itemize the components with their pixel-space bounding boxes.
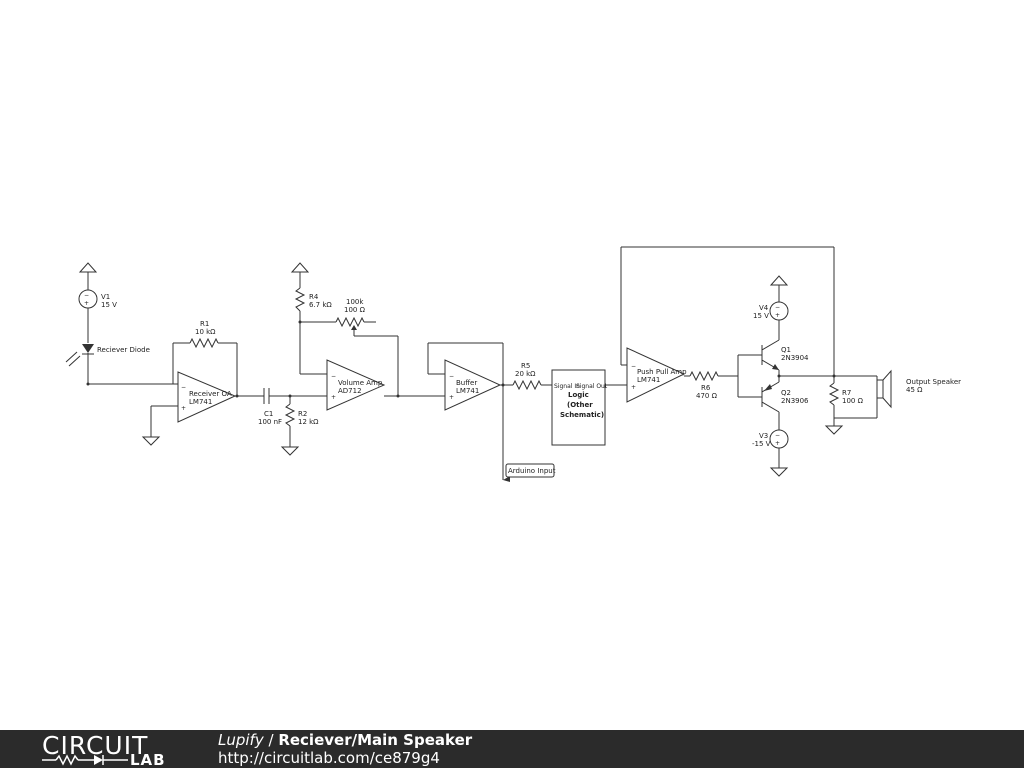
- svg-text:(Other: (Other: [567, 401, 593, 409]
- svg-text:-15 V: -15 V: [752, 440, 771, 448]
- svg-text:LM741: LM741: [456, 387, 479, 395]
- svg-text:−: −: [449, 373, 454, 380]
- svg-text:V3: V3: [759, 432, 768, 440]
- svg-text:R5: R5: [521, 362, 530, 370]
- svg-text:R6: R6: [701, 384, 711, 392]
- svg-text:+: +: [775, 312, 780, 319]
- receiver-opamp[interactable]: − + Receiver OA LM741: [177, 371, 237, 423]
- svg-text:+: +: [181, 405, 186, 412]
- svg-text:AD712: AD712: [338, 387, 362, 395]
- svg-text:−: −: [181, 384, 186, 391]
- resistor-r5[interactable]: R5 20 kΩ: [500, 362, 552, 391]
- svg-text:V4: V4: [759, 304, 769, 312]
- svg-text:6.7 kΩ: 6.7 kΩ: [309, 301, 332, 309]
- svg-text:Volume Amp: Volume Amp: [338, 379, 383, 387]
- svg-text:Logic: Logic: [568, 391, 589, 399]
- v3-source[interactable]: − + V3 -15 V: [752, 412, 789, 477]
- svg-text:+: +: [84, 300, 89, 307]
- svg-text:Q1: Q1: [781, 346, 791, 354]
- svg-text:Reciever Diode: Reciever Diode: [97, 346, 150, 354]
- arduino-input-label[interactable]: Arduino Input: [503, 463, 556, 482]
- svg-text:−: −: [84, 292, 89, 299]
- resistor-r7[interactable]: R7 100 Ω: [824, 376, 864, 435]
- svg-text:LM741: LM741: [637, 376, 660, 384]
- schematic-title: Lupify / Reciever/Main Speaker: [218, 731, 472, 749]
- svg-text:R2: R2: [298, 410, 307, 418]
- capacitor-c1[interactable]: C1 100 nF: [258, 388, 282, 426]
- svg-text:2N3904: 2N3904: [781, 354, 809, 362]
- logo-resistor-diode-icon: [42, 754, 128, 766]
- volume-amp-opamp[interactable]: − + Volume Amp AD712: [326, 359, 386, 411]
- resistor-r4[interactable]: R4 6.7 kΩ: [290, 262, 332, 374]
- svg-text:−: −: [331, 373, 336, 380]
- svg-text:Output Speaker: Output Speaker: [906, 378, 961, 386]
- svg-text:+: +: [331, 394, 336, 401]
- reciever-diode[interactable]: Reciever Diode: [65, 344, 150, 384]
- svg-text:Arduino Input: Arduino Input: [508, 467, 556, 475]
- circuitlab-logo[interactable]: CIRCUIT LAB: [42, 731, 182, 769]
- svg-text:Schematic): Schematic): [560, 411, 604, 419]
- svg-text:+: +: [775, 440, 780, 447]
- svg-text:Signal In: Signal In: [554, 383, 580, 390]
- svg-text:R4: R4: [309, 293, 319, 301]
- author-name[interactable]: Lupify: [218, 731, 264, 749]
- circuit-title: Reciever/Main Speaker: [278, 731, 473, 749]
- schematic-canvas: − + V1 15 V Reciever Diode R1 10 kΩ − + …: [65, 246, 961, 482]
- title-separator: /: [263, 731, 279, 749]
- resistor-r6[interactable]: R6 470 Ω: [684, 370, 738, 400]
- svg-text:V1: V1: [101, 293, 110, 301]
- svg-text:20 kΩ: 20 kΩ: [515, 370, 536, 378]
- svg-text:C1: C1: [264, 410, 273, 418]
- transistor-q1[interactable]: Q1 2N3904: [761, 339, 809, 371]
- svg-text:−: −: [631, 363, 636, 370]
- transistor-q2[interactable]: Q2 2N3906: [761, 381, 809, 413]
- ground-symbol: [141, 436, 161, 446]
- svg-text:−: −: [775, 432, 780, 439]
- svg-text:+: +: [449, 394, 454, 401]
- v4-source[interactable]: − + V4 15 V: [753, 275, 789, 340]
- svg-text:100 Ω: 100 Ω: [344, 306, 366, 314]
- svg-text:12 kΩ: 12 kΩ: [298, 418, 319, 426]
- logic-block[interactable]: Signal In Signal Out Logic (Other Schema…: [551, 369, 608, 446]
- potentiometer-100k[interactable]: 100k 100 Ω: [300, 298, 376, 336]
- svg-text:+: +: [631, 384, 636, 391]
- svg-text:R7: R7: [842, 389, 851, 397]
- svg-text:100 nF: 100 nF: [258, 418, 282, 426]
- svg-text:470 Ω: 470 Ω: [696, 392, 718, 400]
- svg-text:100k: 100k: [346, 298, 364, 306]
- svg-text:Receiver OA: Receiver OA: [189, 390, 232, 398]
- svg-text:15 V: 15 V: [101, 301, 117, 309]
- logo-text-top: CIRCUIT: [42, 731, 149, 760]
- svg-text:2N3906: 2N3906: [781, 397, 809, 405]
- svg-text:15 V: 15 V: [753, 312, 769, 320]
- svg-text:100 Ω: 100 Ω: [842, 397, 864, 405]
- svg-text:Buffer: Buffer: [456, 379, 477, 387]
- svg-text:45 Ω: 45 Ω: [906, 386, 923, 394]
- resistor-r1[interactable]: R1 10 kΩ: [172, 320, 238, 396]
- logo-text-bottom: LAB: [130, 751, 166, 769]
- svg-text:LM741: LM741: [189, 398, 212, 406]
- svg-text:Push Pull Amp: Push Pull Amp: [637, 368, 687, 376]
- svg-text:R1: R1: [200, 320, 209, 328]
- svg-text:10 kΩ: 10 kΩ: [195, 328, 216, 336]
- buffer-opamp[interactable]: − + Buffer LM741: [444, 359, 502, 411]
- push-pull-amp-opamp[interactable]: − + Push Pull Amp LM741: [626, 347, 687, 403]
- footer-bar: CIRCUIT LAB Lupify / Reciever/Main Speak…: [0, 730, 1024, 769]
- output-speaker[interactable]: Output Speaker 45 Ω: [876, 369, 961, 409]
- svg-text:−: −: [775, 304, 780, 311]
- svg-text:Q2: Q2: [781, 389, 791, 397]
- resistor-r2[interactable]: R2 12 kΩ: [280, 396, 319, 456]
- circuit-url[interactable]: http://circuitlab.com/ce879g4: [218, 749, 440, 767]
- v1-source[interactable]: − + V1 15 V: [78, 262, 117, 343]
- svg-text:Signal Out: Signal Out: [576, 383, 608, 390]
